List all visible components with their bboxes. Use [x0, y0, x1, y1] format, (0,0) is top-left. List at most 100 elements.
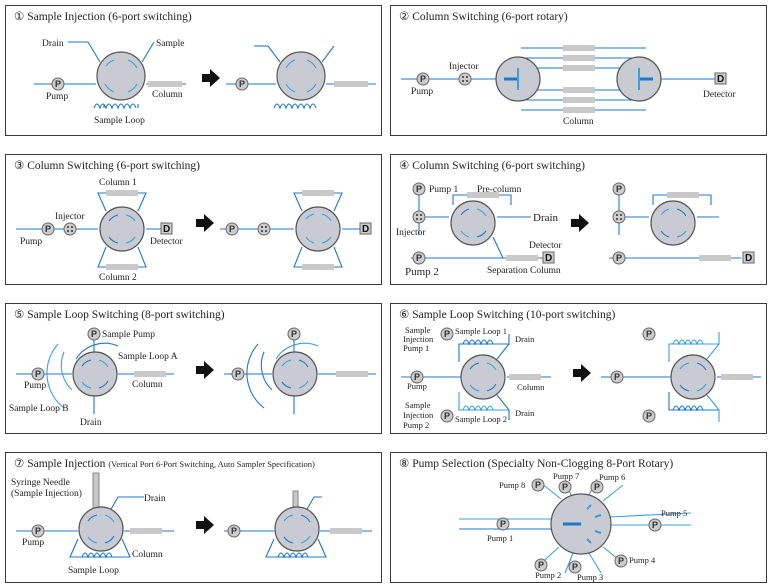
loop-label: Sample Loop	[68, 566, 119, 576]
injector-icon	[63, 222, 77, 236]
pump: P	[31, 524, 45, 538]
svg-text:P: P	[572, 562, 578, 572]
svg-text:P: P	[616, 184, 622, 194]
precolumn-label: Pre-column	[477, 185, 522, 195]
column	[302, 190, 334, 196]
pump7-label: Pump 7	[553, 471, 579, 481]
column	[106, 264, 138, 270]
sip2-label: Injection	[403, 410, 434, 420]
drain-label: Drain	[144, 494, 166, 504]
rotary-valve	[550, 493, 612, 555]
panel-5: ⑤ Sample Loop Switching (8-port switchin…	[5, 303, 382, 434]
valve	[272, 351, 318, 397]
pump: P	[225, 222, 239, 236]
svg-text:P: P	[414, 372, 420, 382]
pump2-label: Pump 2	[535, 570, 561, 580]
panel-1: ① Sample Injection (6-port switching) P …	[5, 5, 382, 136]
panel-3-title: ③ Column Switching (6-port switching)	[14, 160, 200, 172]
pump-label: Pump	[24, 381, 46, 391]
needle-label: (Sample Injection)	[11, 488, 82, 499]
pump: P	[440, 327, 454, 341]
pump1-label: Pump 1	[487, 533, 513, 543]
pump-label: Pump	[20, 237, 42, 247]
injector-icon	[412, 210, 426, 224]
svg-text:D: D	[717, 74, 724, 85]
pump: P	[612, 182, 626, 196]
drain-label: Drain	[80, 418, 102, 428]
pump: P	[231, 367, 245, 381]
panel-7-diagram: P Syringe Needle (Sample Injection) Drai…	[11, 472, 372, 576]
column	[148, 81, 182, 87]
pump5-label: Pump 5	[661, 508, 687, 518]
panel-7: ⑦ Sample Injection (Vertical Port 6-Port…	[5, 452, 382, 583]
pump-label: Pump	[22, 538, 44, 548]
transition-arrow-icon	[202, 69, 220, 87]
valve	[99, 206, 145, 252]
detector-label: Detector	[529, 241, 563, 251]
drain-label: Drain	[42, 39, 64, 49]
sample-loop-coil	[462, 405, 494, 412]
column	[334, 81, 368, 87]
injector-label: Injector	[55, 212, 85, 222]
svg-text:P: P	[35, 526, 41, 536]
detector: D	[359, 222, 372, 235]
sip2-label: Sample	[405, 400, 431, 410]
pump: P	[558, 480, 572, 494]
transition-arrow-icon	[196, 361, 214, 379]
valve	[274, 506, 320, 552]
transition-arrow-icon	[571, 214, 589, 232]
panel-5-title: ⑤ Sample Loop Switching (8-port switchin…	[14, 309, 225, 321]
pump: P	[642, 327, 656, 341]
column	[721, 374, 753, 380]
pump: P	[614, 554, 628, 568]
injector-label: Injector	[449, 62, 479, 72]
svg-text:P: P	[91, 329, 97, 339]
sample-label: Sample	[156, 39, 185, 49]
pump: P	[412, 182, 426, 196]
panel-8: ⑧ Pump Selection (Specialty Non-Clogging…	[390, 452, 767, 583]
column	[467, 192, 499, 198]
pump-label: Pump	[407, 381, 427, 391]
valve	[276, 51, 326, 101]
pump: P	[610, 370, 624, 384]
sip1-label: Injection	[403, 334, 434, 344]
pump: P	[612, 251, 626, 265]
svg-text:P: P	[652, 520, 658, 530]
svg-text:D: D	[163, 224, 170, 235]
column	[509, 374, 541, 380]
sample-loop-coil	[277, 552, 309, 559]
svg-text:P: P	[646, 329, 652, 339]
column-label: Column	[152, 90, 183, 100]
column-label: Column	[132, 380, 163, 390]
valve	[96, 51, 146, 101]
valve	[616, 56, 662, 102]
sample-loop-coil	[273, 103, 317, 110]
pump3-label: Pump 3	[577, 572, 603, 582]
pump: P	[568, 560, 582, 574]
svg-text:P: P	[646, 411, 652, 421]
valve	[495, 56, 541, 102]
valve	[450, 200, 496, 246]
panel-2-title: ② Column Switching (6-port rotary)	[399, 11, 568, 23]
pump: P	[534, 558, 548, 572]
valve	[295, 206, 341, 252]
pump: P	[648, 518, 662, 532]
valve	[72, 351, 118, 397]
column2-label: Column 2	[99, 273, 137, 283]
detector-label: Detector	[150, 237, 184, 247]
pump8-label: Pump 8	[499, 480, 525, 490]
svg-text:P: P	[444, 411, 450, 421]
column1-label: Column 1	[99, 178, 137, 188]
valve	[650, 200, 696, 246]
panel-3-diagram: P D Column 1 Column 2 Injector Pump Dete…	[16, 178, 372, 283]
transition-arrow-icon	[196, 214, 214, 232]
svg-text:P: P	[562, 482, 568, 492]
panel-4: ④ Column Switching (6-port switching) P …	[390, 154, 767, 285]
svg-text:P: P	[45, 224, 51, 234]
svg-text:D: D	[745, 253, 752, 264]
detector: D	[542, 251, 555, 264]
svg-text:P: P	[616, 253, 622, 263]
svg-text:P: P	[416, 253, 422, 263]
column	[130, 528, 162, 534]
injector-label: Injector	[396, 228, 426, 238]
